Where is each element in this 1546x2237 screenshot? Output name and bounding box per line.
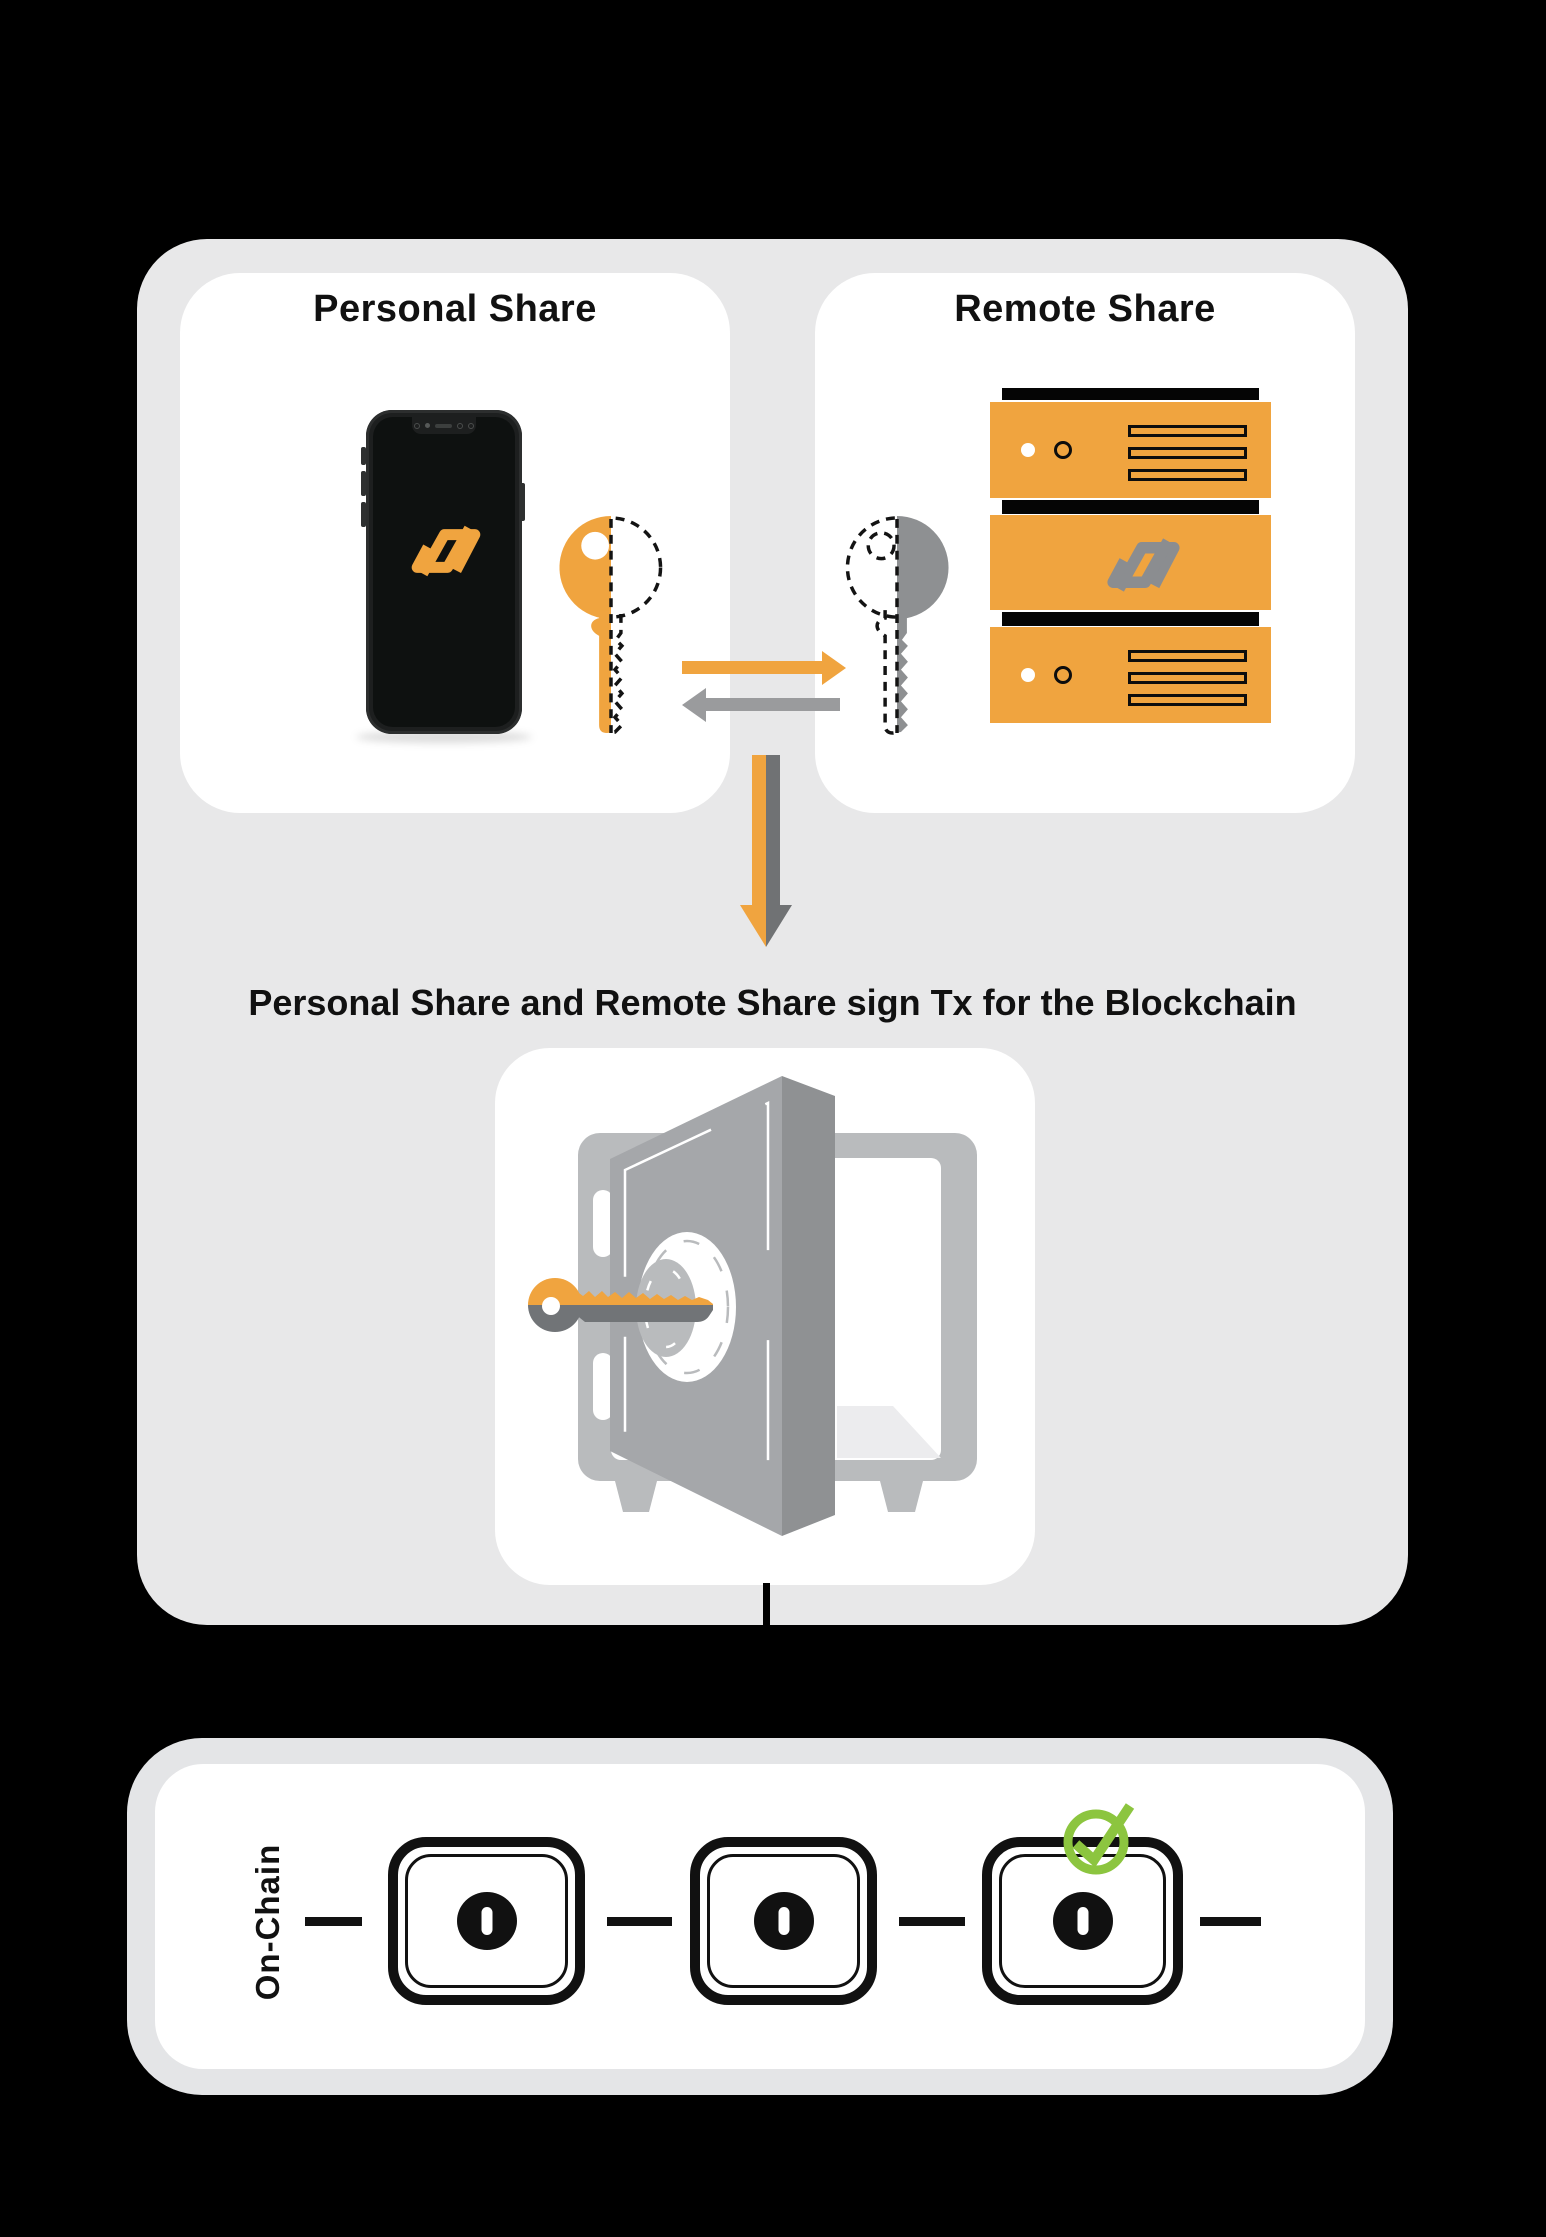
sensor-dot-icon <box>425 423 430 428</box>
server-vent <box>1128 672 1247 684</box>
blockchain-block <box>388 1837 585 2005</box>
green-check-icon <box>1063 1803 1135 1875</box>
phone-notch <box>412 417 476 434</box>
phone-button <box>361 471 366 496</box>
server-divider <box>1002 612 1259 626</box>
phone-shadow <box>356 731 532 743</box>
chain-link <box>305 1917 362 1926</box>
camera-icon <box>468 422 474 429</box>
phone-button <box>361 447 366 465</box>
block-slot-icon <box>778 1907 789 1935</box>
server-stack-icon <box>990 388 1271 723</box>
arrow-down-split-icon <box>740 755 792 947</box>
key-hole <box>542 1297 560 1315</box>
server-unit <box>990 402 1271 498</box>
server-divider <box>1002 500 1259 514</box>
onchain-label: On-Chain <box>249 1843 286 2001</box>
arrow-right-head <box>822 651 846 685</box>
camera-icon <box>457 422 463 429</box>
remote-share-title: Remote Share <box>954 288 1216 330</box>
chain-link <box>899 1917 965 1926</box>
safe-leg <box>880 1481 923 1512</box>
server-led-icon <box>1021 668 1035 682</box>
block-slot-icon <box>1077 1907 1088 1935</box>
arrow-down-black-icon <box>763 1583 770 1742</box>
arrow-left-gray-icon <box>706 698 840 711</box>
safe-with-combined-key-icon <box>528 1076 977 1536</box>
server-led-icon <box>1021 443 1035 457</box>
server-vent <box>1128 650 1247 662</box>
server-vent <box>1128 469 1247 481</box>
arrow-right-orange-icon <box>682 661 822 674</box>
block-inner-outline <box>405 1854 568 1988</box>
combined-key-top <box>528 1278 713 1305</box>
safe-lock-dashes <box>644 1239 730 1375</box>
server-vent <box>1128 425 1247 437</box>
server-vent <box>1128 694 1247 706</box>
caption-text: Personal Share and Remote Share sign Tx … <box>248 982 1297 1023</box>
chain-link <box>607 1917 672 1926</box>
safe-hinge <box>593 1190 613 1257</box>
wallet-logo-gray-icon <box>1107 538 1180 592</box>
safe-door-edge <box>782 1076 835 1536</box>
safe-floor <box>837 1406 941 1458</box>
server-port-icon <box>1054 441 1072 459</box>
arrow-left-head <box>682 688 706 722</box>
safe-leg <box>615 1481 657 1512</box>
half-key-gray-icon <box>845 516 949 735</box>
server-vent <box>1128 447 1247 459</box>
speaker-icon <box>435 423 452 428</box>
blockchain-block <box>690 1837 877 2005</box>
safe-hinge <box>593 1353 613 1420</box>
server-unit <box>990 627 1271 723</box>
block-inner-outline <box>707 1854 860 1988</box>
block-slot-icon <box>481 1907 492 1935</box>
camera-icon <box>414 422 420 429</box>
server-divider <box>1002 388 1259 400</box>
combined-key-bottom <box>528 1305 713 1332</box>
phone-button <box>520 483 525 521</box>
phone-button <box>361 502 366 527</box>
personal-share-title: Personal Share <box>313 288 597 330</box>
wallet-logo-icon <box>411 525 481 577</box>
server-port-icon <box>1054 666 1072 684</box>
chain-link <box>1200 1917 1261 1926</box>
safe-door-outline <box>623 1101 770 1508</box>
half-key-orange-icon <box>559 516 663 735</box>
server-unit <box>990 515 1271 610</box>
